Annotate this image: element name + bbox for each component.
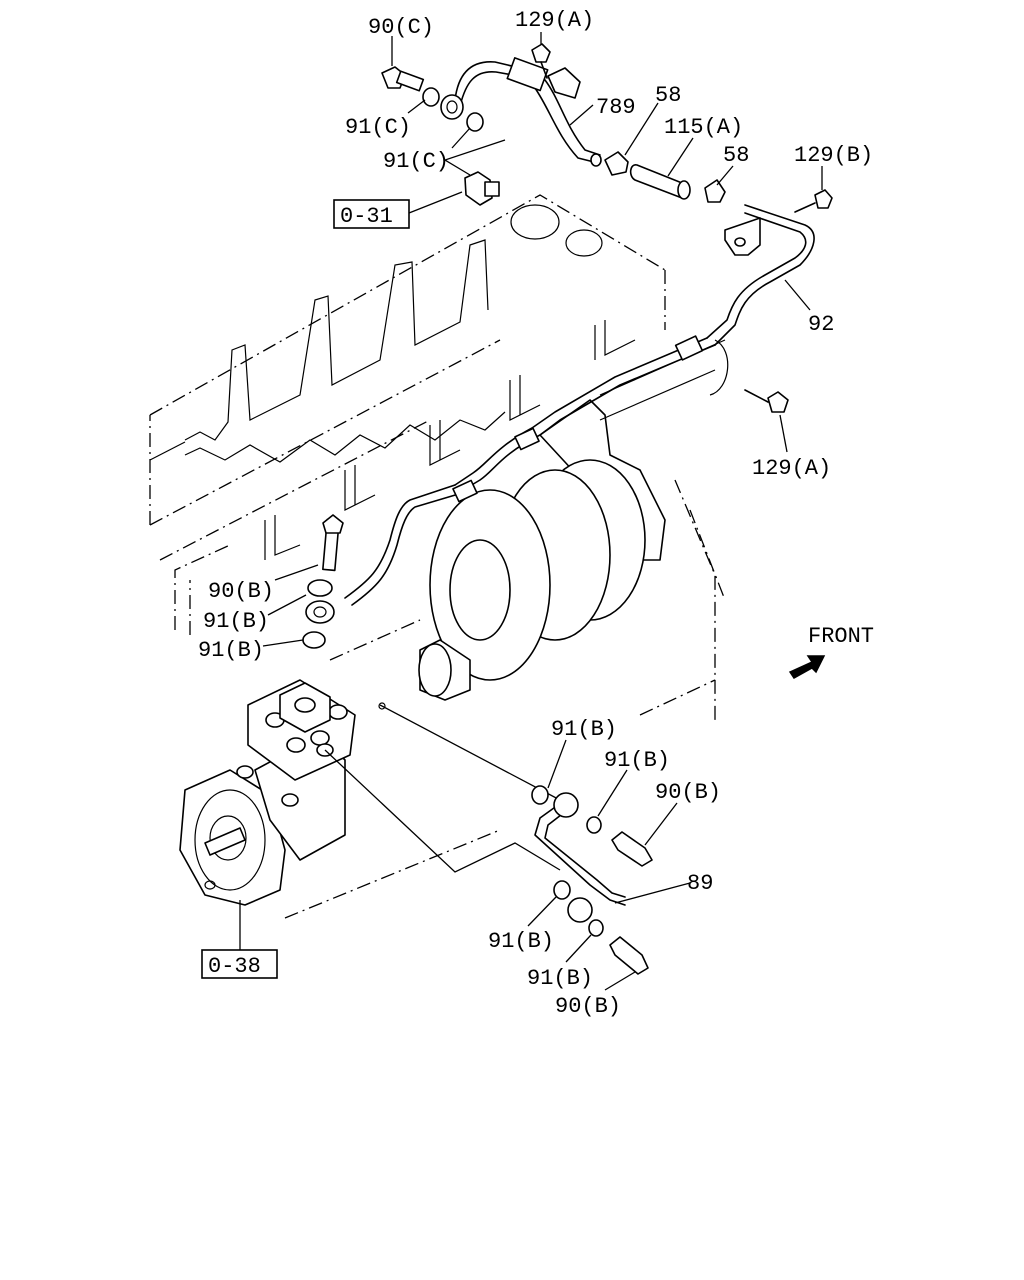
label-91c-a: 91(C)	[345, 115, 411, 140]
label-789: 789	[596, 95, 636, 120]
label-90b-r1: 90(B)	[655, 780, 721, 805]
label-front: FRONT	[808, 624, 874, 649]
label-90b-left: 90(B)	[208, 579, 274, 604]
label-89: 89	[687, 871, 713, 896]
label-129b: 129(B)	[794, 143, 873, 168]
leader-lines	[239, 32, 823, 991]
label-58-b: 58	[723, 143, 749, 168]
label-91b-r2: 91(B)	[604, 748, 670, 773]
front-arrow-icon	[788, 655, 826, 679]
ref-031: 0-31	[340, 204, 393, 229]
turbocharger	[418, 339, 729, 701]
label-91b-r3: 91(B)	[488, 929, 554, 954]
label-129a-mid: 129(A)	[752, 456, 831, 481]
pipes	[344, 57, 815, 906]
air-compressor	[179, 679, 356, 906]
ref-038: 0-38	[208, 954, 261, 979]
label-91c-b: 91(C)	[383, 149, 449, 174]
label-129a-top: 129(A)	[515, 8, 594, 33]
label-92: 92	[808, 312, 834, 337]
reference-boxes: 0-31 0-38	[201, 199, 410, 979]
ref-box-031	[333, 199, 410, 229]
label-91b-left1: 91(B)	[203, 609, 269, 634]
label-90c: 90(C)	[368, 15, 434, 40]
ref-box-038	[201, 949, 278, 979]
hardware	[302, 43, 833, 975]
label-115a: 115(A)	[664, 115, 743, 140]
part-labels: 90(C) 129(A) 789 58 115(A) 58 129(B) 91(…	[198, 8, 874, 1019]
label-91b-r1: 91(B)	[551, 717, 617, 742]
label-91b-left2: 91(B)	[198, 638, 264, 663]
label-90b-r2: 90(B)	[555, 994, 621, 1019]
engine-block-outline	[149, 194, 726, 919]
label-91b-r4: 91(B)	[527, 966, 593, 991]
label-58-a: 58	[655, 83, 681, 108]
